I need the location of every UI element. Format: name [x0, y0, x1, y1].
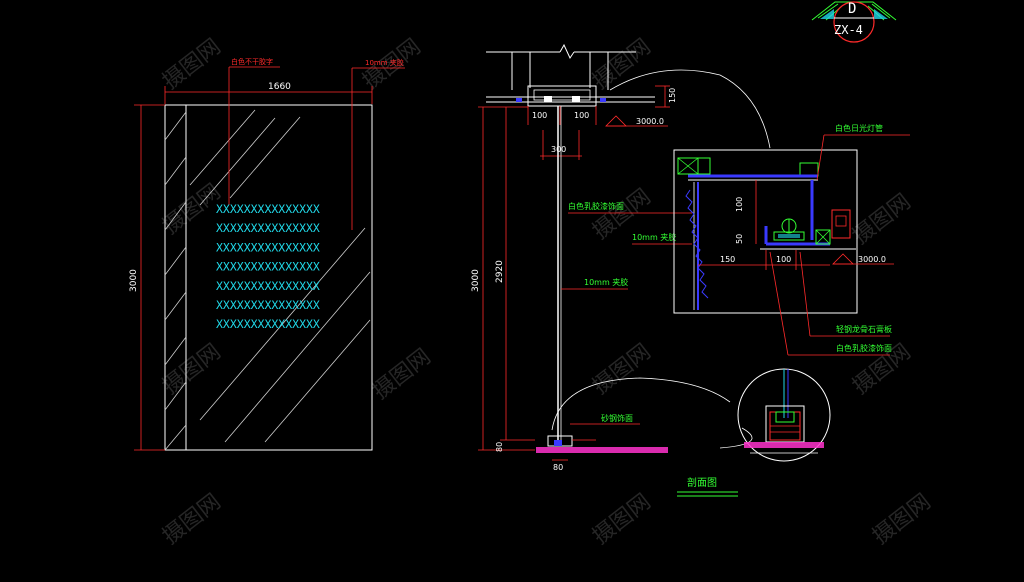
section-dim-80-h: 80 — [553, 463, 563, 472]
detail-dim-50: 50 — [735, 234, 744, 244]
placeholder-text-block: XXXXXXXXXXXXXXX XXXXXXXXXXXXXXX XXXXXXXXXX… — [216, 202, 320, 331]
watermark-text: 摄图网 — [588, 489, 655, 549]
watermark-text: 摄图网 — [158, 339, 225, 399]
placeholder-text-row: XXXXXXXXXXXXXXX — [216, 260, 320, 274]
watermark-text: 摄图网 — [588, 34, 655, 94]
detail-level: 3000.0 — [858, 255, 886, 264]
glass-panel-frame — [164, 104, 373, 451]
detail-label-gypsum: 轻钢龙骨石膏板 — [836, 324, 892, 334]
watermark-text: 摄图网 — [868, 489, 935, 549]
elevation-label-glass: 10mm 夹胶 — [365, 58, 404, 67]
section-label-glass-b: 10mm 夹胶 — [584, 277, 628, 287]
floor-base — [536, 447, 668, 453]
detail-dim-150: 150 — [720, 255, 735, 264]
section-label-paint: 白色乳胶漆饰面 — [568, 201, 624, 211]
section-view: 150 100 100 300 3000.0 3000 2920 80 白色乳胶… — [471, 43, 771, 497]
title-badge: D ZX-4 — [811, 1, 897, 43]
elevation-dim-height: 3000 — [129, 269, 139, 292]
watermark-text: 摄图网 — [158, 34, 225, 94]
detail-dim-100-h: 100 — [776, 255, 791, 264]
base-detail — [737, 368, 831, 462]
detail-label-lamp: 白色日光灯管 — [835, 123, 883, 133]
section-dim-3000: 3000 — [471, 269, 481, 292]
detail-dim-100: 100 — [735, 197, 744, 212]
placeholder-text-row: XXXXXXXXXXXXXXX — [216, 279, 320, 293]
detail-frame — [673, 149, 858, 314]
section-label-glass: 10mm 夹胶 — [632, 232, 676, 242]
lamp-fixture — [773, 218, 805, 241]
watermark-text: 摄图网 — [368, 344, 435, 404]
section-label-steel: 砂钢饰面 — [601, 413, 633, 423]
section-caption: 剖面图 — [687, 476, 717, 489]
section-dim-80-v: 80 — [495, 442, 504, 452]
ceiling-detail: 白色日光灯管 100 50 150 100 3000.0 轻钢龙骨石膏板 白色乳… — [673, 123, 910, 356]
elevation-dim-width: 1660 — [268, 82, 291, 92]
placeholder-text-row: XXXXXXXXXXXXXXX — [216, 221, 320, 235]
section-dim-100-b: 100 — [574, 111, 589, 120]
placeholder-text-row: XXXXXXXXXXXXXXX — [216, 298, 320, 312]
watermark-text: 摄图网 — [588, 339, 655, 399]
section-level-3000: 3000.0 — [636, 117, 664, 126]
detail-label-paint: 白色乳胶漆饰面 — [836, 343, 892, 353]
title-badge-circle — [833, 1, 875, 43]
elevation-label-top: 白色不干胶字 — [231, 57, 273, 66]
elevation-view: 白色不干胶字 10mm 夹胶 1660 3000 XXXXXXXXXXXXXXX… — [129, 57, 405, 451]
placeholder-text-row: XXXXXXXXXXXXXXX — [216, 202, 320, 216]
section-dim-100-a: 100 — [532, 111, 547, 120]
placeholder-text-row: XXXXXXXXXXXXXXX — [216, 317, 320, 331]
glass-hatching — [164, 109, 371, 451]
title-badge-letter: D — [848, 1, 856, 17]
title-badge-ref: ZX-4 — [834, 23, 863, 37]
section-dim-2920: 2920 — [495, 260, 505, 283]
watermark-text: 摄图网 — [848, 189, 915, 249]
placeholder-text-row: XXXXXXXXXXXXXXX — [216, 240, 320, 254]
watermark-text: 摄图网 — [158, 489, 225, 549]
section-dim-150: 150 — [668, 88, 677, 103]
